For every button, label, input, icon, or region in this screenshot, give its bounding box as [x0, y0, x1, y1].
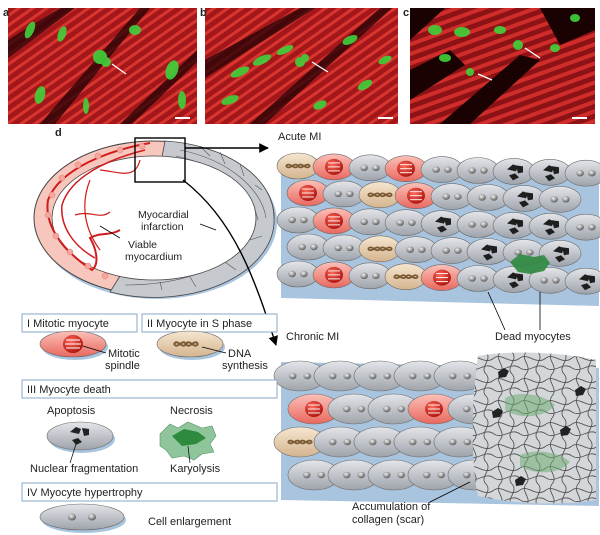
legend-sphase: II Myocyte in S phase DNA synthesis — [141, 313, 278, 372]
infarction-label-line1: Myocardial — [138, 209, 189, 221]
legend-sphase-title: II Myocyte in S phase — [147, 318, 252, 330]
myocyte — [456, 265, 500, 292]
necrosis-label: Necrosis — [170, 405, 213, 417]
myocyte — [286, 233, 330, 261]
hypertrophic-cell — [39, 503, 125, 531]
chronic-mi-title: Chronic MI — [286, 331, 339, 343]
mitotic-label-line2: spindle — [105, 360, 140, 372]
dead-myocyte — [528, 213, 572, 240]
dead-myocyte — [502, 185, 546, 212]
dead-myocytes-label: Dead myocytes — [495, 331, 571, 343]
nuclear-fragmentation-label: Nuclear fragmentation — [30, 463, 138, 475]
dead-myocyte — [564, 267, 600, 295]
apoptotic-cell — [46, 421, 114, 451]
panel-d-label: d — [55, 127, 62, 139]
legend-hypertrophy: IV Myocyte hypertrophy Cell enlargement — [21, 482, 278, 533]
myocyte — [276, 260, 320, 288]
myocyte — [456, 157, 500, 184]
micrograph-b — [205, 8, 398, 124]
dead-myocyte — [420, 210, 464, 237]
myocyte — [348, 262, 392, 290]
scar-label-line1: Accumulation of — [352, 501, 431, 513]
cell-enlargement-label: Cell enlargement — [148, 516, 231, 528]
micrograph-c — [410, 8, 595, 124]
legend-death-title: III Myocyte death — [27, 384, 111, 396]
karyolysis-label: Karyolysis — [170, 463, 221, 475]
sphase-cell — [156, 330, 224, 358]
dead-myocyte — [538, 240, 582, 267]
dead-myocyte — [492, 158, 536, 185]
sphase-label-line2: synthesis — [222, 360, 268, 372]
myocyte — [276, 206, 320, 234]
collagen-scar — [472, 352, 596, 504]
myocyte — [430, 183, 474, 210]
panel-c-label: c — [403, 7, 409, 19]
infarction-label-line2: infarction — [141, 221, 184, 233]
viable-label-line2: myocardium — [125, 251, 182, 263]
sphase-label-line1: DNA — [228, 348, 252, 360]
apoptosis-label: Apoptosis — [47, 405, 96, 417]
myocyte — [420, 156, 464, 183]
chronic-mi-tissue — [273, 352, 599, 506]
viable-label-line1: Viable — [128, 239, 157, 251]
myocyte — [394, 236, 438, 263]
scar-label-line2: collagen (scar) — [352, 514, 424, 526]
myocyte — [384, 209, 428, 236]
acute-mi-title: Acute MI — [278, 131, 321, 143]
dead-myocyte — [528, 159, 572, 186]
myocyte — [430, 237, 474, 264]
myocyte — [322, 234, 366, 262]
myocyte — [348, 154, 392, 182]
myocyte — [456, 211, 500, 238]
panel-a-label: a — [3, 7, 10, 19]
micrograph-a — [8, 8, 197, 124]
dead-myocyte — [492, 212, 536, 239]
legend-mitotic-title: I Mitotic myocyte — [27, 318, 109, 330]
legend-mitotic: I Mitotic myocyte Mitotic spindle — [21, 313, 140, 372]
legend-death: III Myocyte death Apoptosis Necrosis Nuc… — [21, 379, 278, 475]
heart-diagram — [33, 137, 278, 346]
myocyte — [322, 180, 366, 208]
myocyte — [466, 184, 510, 211]
mitotic-label-line1: Mitotic — [108, 348, 140, 360]
dead-myocyte — [466, 238, 510, 265]
panel-b-label: b — [200, 7, 207, 19]
fragmented-nucleus — [70, 427, 89, 445]
myocyte — [538, 186, 582, 213]
acute-mi-tissue — [276, 152, 600, 306]
myocyte — [348, 208, 392, 236]
legend-hypertrophy-title: IV Myocyte hypertrophy — [27, 487, 143, 499]
